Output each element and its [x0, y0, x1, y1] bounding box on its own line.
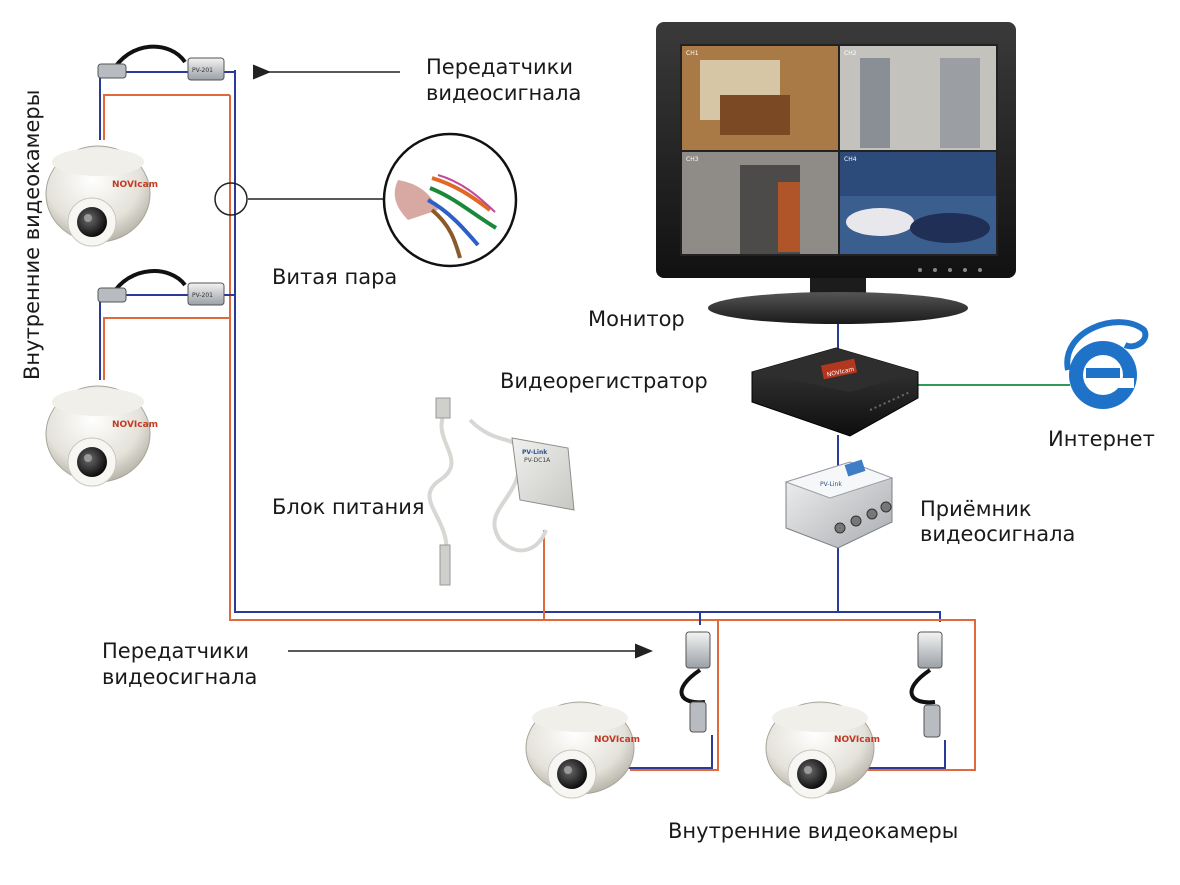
- video-line-cam1: [99, 71, 235, 140]
- label-twisted-pair: Витая пара: [272, 265, 398, 289]
- monitor-button: [978, 268, 982, 272]
- psu-model-text: PV-DC1A: [524, 457, 551, 464]
- cable-magnifier-ring: [214, 182, 248, 216]
- camera-brand-text: NOVIcam: [112, 420, 158, 430]
- monitor-button: [918, 268, 922, 272]
- label-monitor: Монитор: [588, 307, 685, 331]
- psu-brand-text: PV-Link: [522, 449, 548, 456]
- camera-brand-text: NOVIcam: [112, 180, 158, 190]
- power-line-cam1: [103, 94, 230, 140]
- label-indoor-cameras-side: Внутренние видеокамеры: [20, 89, 44, 380]
- label-receiver-line2: видеосигнала: [920, 522, 1076, 546]
- channel-label: CH2: [844, 50, 857, 57]
- power-line-cam4: [864, 620, 976, 771]
- transmitter-text: PV-201: [192, 292, 213, 299]
- monitor-button: [933, 268, 937, 272]
- transmitter-text: PV-201: [192, 67, 213, 74]
- label-transmitters-bottom-line2: видеосигнала: [102, 665, 258, 689]
- receiver-brand-text: PV-Link: [820, 481, 842, 488]
- monitor-button: [948, 268, 952, 272]
- camera-4: NOVIcam: [765, 701, 880, 799]
- transmitter-2: PV-201: [97, 269, 225, 306]
- label-dvr: Видеорегистратор: [500, 369, 708, 393]
- power-line-cam2: [103, 317, 230, 380]
- camera-1: NOVIcam: [45, 145, 158, 247]
- camera-3: NOVIcam: [525, 701, 640, 799]
- video-line-cam2: [99, 294, 235, 380]
- label-transmitters-top-line2: видеосигнала: [426, 81, 582, 105]
- dvr: NOVIcam: [751, 347, 919, 437]
- label-receiver-line1: Приёмник: [920, 497, 1032, 521]
- channel-label: CH1: [686, 50, 699, 57]
- video-line-left-trunk: [234, 70, 941, 622]
- monitor-button: [963, 268, 967, 272]
- transmitter-4: [909, 631, 943, 738]
- camera-brand-text: NOVIcam: [834, 735, 880, 745]
- receiver: PV-Link: [784, 459, 894, 549]
- label-indoor-cameras-bottom: Внутренние видеокамеры: [668, 819, 959, 843]
- internet-explorer-icon: [1064, 319, 1149, 409]
- label-transmitters-bottom-line1: Передатчики: [102, 639, 249, 663]
- pointers: [214, 64, 653, 659]
- video-line-cam4-down: [862, 740, 946, 769]
- label-power-supply: Блок питания: [272, 495, 425, 519]
- label-internet: Интернет: [1048, 427, 1155, 451]
- channel-label: CH3: [686, 156, 699, 163]
- power-supply: PV-Link PV-DC1A: [427, 397, 575, 586]
- channel-label: CH4: [844, 156, 857, 163]
- label-transmitters-top-line1: Передатчики: [426, 55, 573, 79]
- twisted-pair-illustration: [382, 132, 518, 268]
- transmitter-1: PV-201: [97, 44, 225, 81]
- monitor: CH1 CH2 CH3 CH4: [656, 22, 1016, 324]
- power-line-cam3: [630, 620, 719, 771]
- camera-2: NOVIcam: [45, 385, 158, 487]
- wiring: [99, 70, 1070, 771]
- camera-brand-text: NOVIcam: [594, 735, 640, 745]
- video-line-cam3-down: [628, 735, 713, 769]
- transmitter-3: [679, 631, 711, 733]
